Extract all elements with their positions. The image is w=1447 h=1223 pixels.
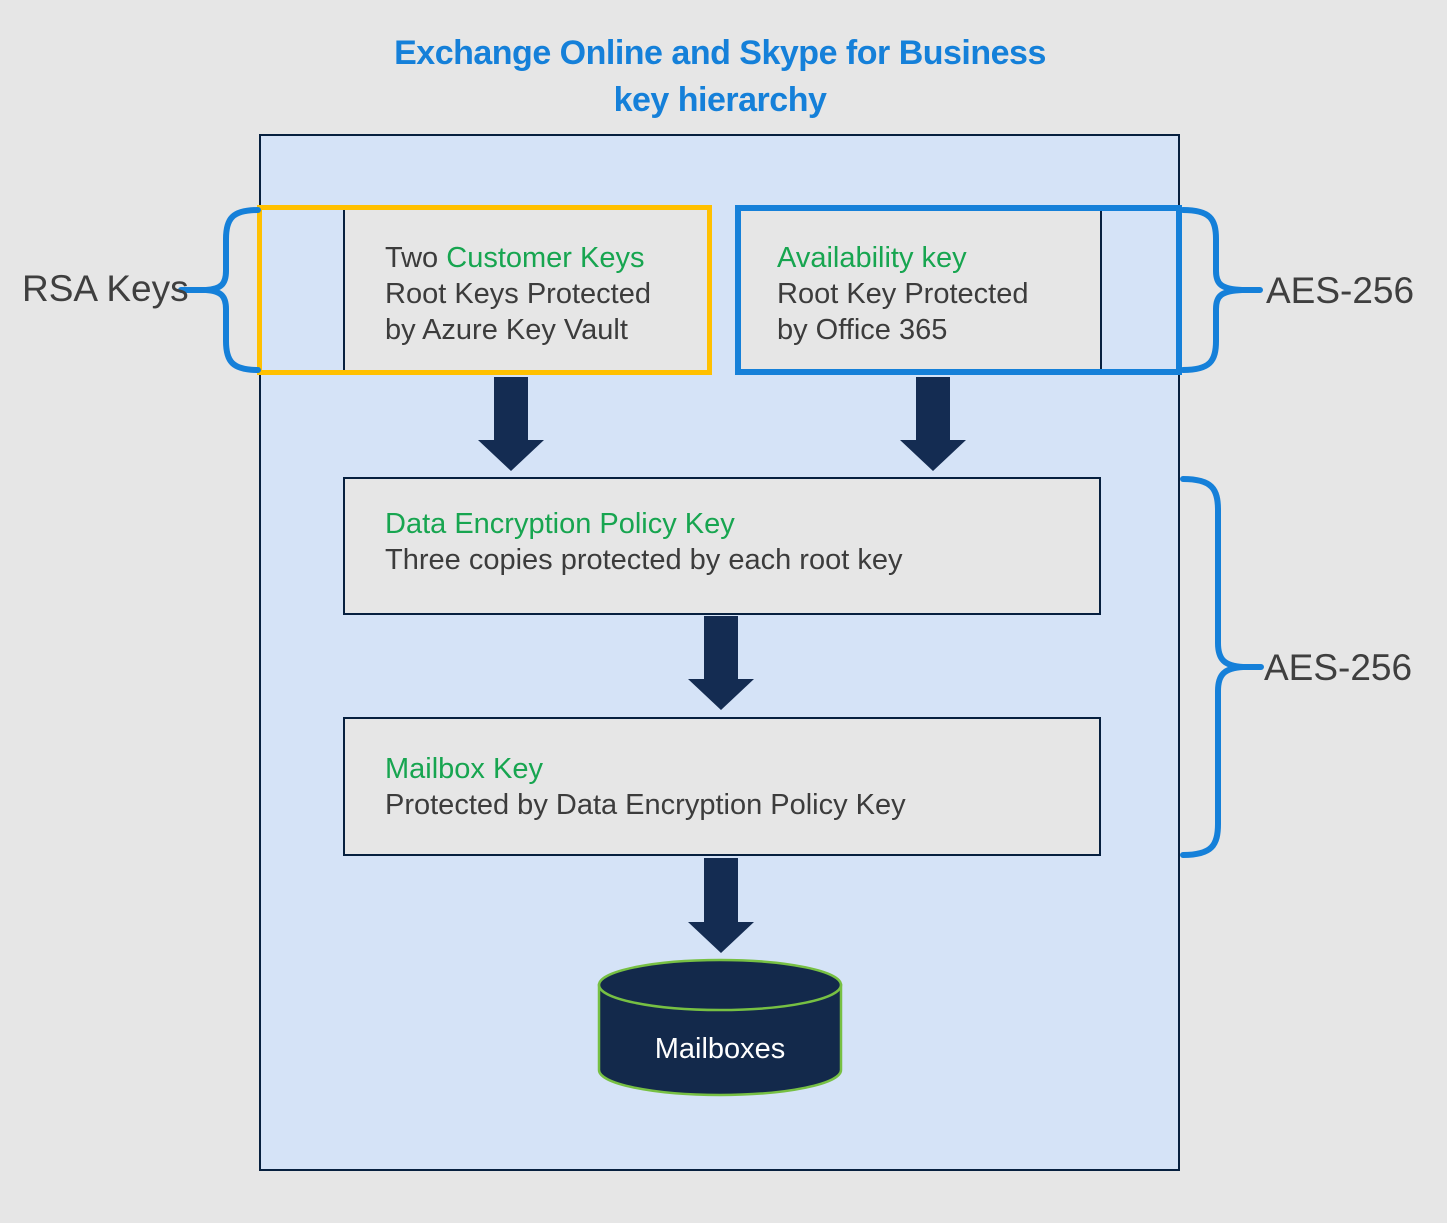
customer-keys-line2: Root Keys Protected [385, 278, 651, 310]
customer-keys-line3: by Azure Key Vault [385, 314, 628, 346]
availability-key-line2: Root Key Protected [777, 278, 1029, 310]
aes-256-top-label: AES-256 [1266, 270, 1415, 311]
page-title-line2: key hierarchy [613, 81, 827, 119]
page-title-line1: Exchange Online and Skype for Business [394, 34, 1046, 72]
customer-keys-heading: Two Customer Keys [385, 240, 698, 276]
brace-rsa-keys [178, 207, 261, 373]
brace-aes-256-bottom [1180, 476, 1264, 858]
customer-keys-heading-prefix: Two [385, 242, 447, 274]
dep-key-line2: Three copies protected by each root key [385, 544, 903, 576]
availability-key-line3: by Office 365 [777, 314, 948, 346]
mailboxes-label: Mailboxes [654, 1033, 786, 1065]
mailbox-key-line2: Protected by Data Encryption Policy Key [385, 789, 906, 821]
customer-keys-heading-main: Customer Keys [446, 242, 645, 274]
page-title: Exchange Online and Skype for Business k… [0, 30, 1440, 124]
availability-key-heading: Availability key [777, 242, 967, 274]
rsa-keys-outline [257, 205, 712, 375]
rsa-keys-label: RSA Keys [22, 268, 189, 309]
aes-key-outline [735, 205, 1182, 375]
mailbox-key-heading: Mailbox Key [385, 753, 543, 785]
data-encryption-policy-key-box: Data Encryption Policy Key Three copies … [343, 477, 1101, 615]
aes-256-bottom-label: AES-256 [1264, 647, 1413, 688]
mailbox-key-box: Mailbox Key Protected by Data Encryption… [343, 717, 1101, 856]
customer-keys-box: Two Customer Keys Root Keys Protected by… [343, 208, 710, 373]
brace-aes-256-top [1180, 207, 1263, 373]
dep-key-heading: Data Encryption Policy Key [385, 508, 735, 540]
